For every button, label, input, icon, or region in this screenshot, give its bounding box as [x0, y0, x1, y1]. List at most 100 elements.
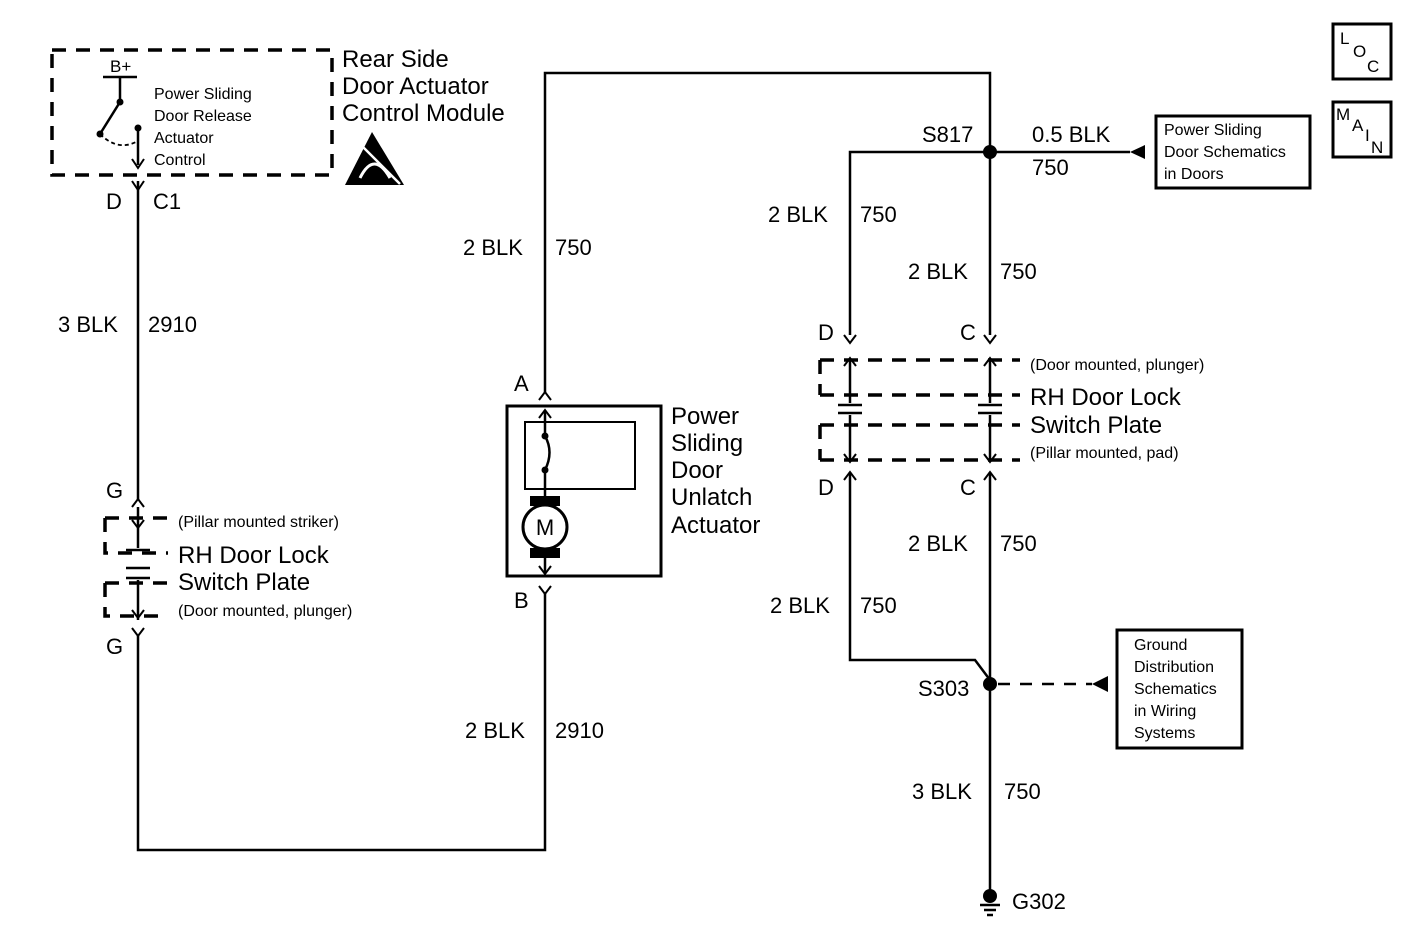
wire-right-c-mid-size: 2 BLK [908, 531, 968, 556]
module-title-line-3: Control Module [342, 100, 505, 127]
s303-label: S303 [918, 676, 969, 701]
actuator-switch-blade [543, 435, 551, 471]
wire-s817-branches [848, 150, 1130, 335]
right-switch-pin-c-bottom: C [960, 475, 976, 500]
ref-box-doors[interactable] [1154, 114, 1312, 190]
left-switch-bottom-chevron [131, 627, 145, 638]
actuator-bottom-chevron [538, 585, 552, 596]
ref-doors-line-3: in Doors [1164, 166, 1224, 183]
wire-right-c-top-size: 2 BLK [908, 259, 968, 284]
ground-point [983, 889, 997, 903]
esd-slash-mark [355, 139, 401, 185]
right-switch-d-top-chevron [843, 334, 857, 345]
s817-label: S817 [922, 122, 973, 147]
s817-out-circuit: 750 [1032, 155, 1069, 180]
ref-doors-line-2: Door Schematics [1164, 144, 1286, 161]
switch-label-line-3: Actuator [154, 130, 214, 147]
wire-top-circuit: 750 [555, 235, 592, 260]
wire-ground-size: 3 BLK [912, 779, 972, 804]
ref-doors-line-1: Power Sliding [1164, 122, 1262, 139]
loc-letter-1: L [1340, 29, 1349, 48]
wire-right-d-bottom-size: 2 BLK [770, 593, 830, 618]
module-pin-arrow [131, 158, 145, 170]
actuator-pin-top: A [514, 371, 529, 396]
switch-blade [98, 101, 122, 135]
wire-left-main-circuit: 2910 [148, 312, 197, 337]
main-letter-2: A [1352, 116, 1364, 135]
loc-button[interactable]: L O C [1331, 22, 1393, 81]
ref-box-ground-distribution[interactable] [1115, 628, 1244, 750]
left-switch-upper-box [103, 518, 168, 555]
actuator-title-line-2: Sliding [671, 430, 743, 457]
s817-out-size: 0.5 BLK [1032, 122, 1111, 147]
right-switch-pin-d-bottom: D [818, 475, 834, 500]
left-switch-top-chevron [131, 497, 145, 508]
right-switch-c-inner-chevron-2 [983, 453, 997, 464]
motor-brush-top [530, 496, 560, 506]
wire-ground-circuit: 750 [1004, 779, 1041, 804]
loc-letter-2: O [1353, 42, 1366, 61]
left-switch-pin-top: G [106, 478, 123, 503]
left-switch-inner-chevron-1 [131, 519, 145, 530]
main-letter-4: N [1371, 138, 1383, 157]
main-letter-1: M [1336, 105, 1350, 124]
actuator-housing [505, 404, 663, 578]
right-switch-note-bottom: (Pillar mounted, pad) [1030, 445, 1179, 462]
ref-ground-line-2: Distribution [1134, 659, 1214, 676]
motor-label: M [536, 515, 554, 540]
switch-label-line-4: Control [154, 152, 206, 169]
right-switch-title-line-1: RH Door Lock [1030, 384, 1182, 411]
ref-ground-line-4: in Wiring [1134, 703, 1196, 720]
right-switch-pin-d-top: D [818, 320, 834, 345]
left-switch-note-bottom: (Door mounted, plunger) [178, 603, 352, 620]
esd-hand-mark [358, 162, 392, 179]
switch-label-line-1: Power Sliding [154, 86, 252, 103]
left-switch-lower-box [103, 583, 168, 618]
main-button[interactable]: M A I N [1331, 100, 1393, 159]
main-letter-3: I [1365, 126, 1370, 145]
wire-top-size: 2 BLK [463, 235, 523, 260]
module-connector-label: C1 [153, 189, 181, 214]
supply-label: B+ [110, 57, 131, 76]
wire-bottom-size: 2 BLK [465, 718, 525, 743]
module-title-line-2: Door Actuator [342, 73, 489, 100]
switch-travel-arc [99, 133, 139, 147]
loc-button-frame [1331, 22, 1393, 81]
actuator-title-line-5: Actuator [671, 512, 760, 539]
actuator-top-chevron [538, 390, 552, 401]
left-switch-title-line-2: Switch Plate [178, 569, 310, 596]
switch-label-line-2: Door Release [154, 108, 252, 125]
wire-bottom-circuit: 2910 [555, 718, 604, 743]
actuator-pin-bottom: B [514, 588, 529, 613]
wire-right-c-mid-circuit: 750 [1000, 531, 1037, 556]
main-button-frame [1331, 100, 1393, 159]
actuator-title-line-4: Unlatch [671, 484, 752, 511]
module-pin-label: D [106, 189, 122, 214]
left-switch-note-top: (Pillar mounted striker) [178, 514, 339, 531]
wire-right-d-bottom-circuit: 750 [860, 593, 897, 618]
wire-right-d-top-circuit: 750 [860, 202, 897, 227]
splice-s303 [983, 677, 997, 691]
right-switch-pin-c-top: C [960, 320, 976, 345]
actuator-title-line-1: Power [671, 403, 739, 430]
wire-right-c-top-circuit: 750 [1000, 259, 1037, 284]
right-switch-c-top-chevron [983, 334, 997, 345]
module-title-line-1: Rear Side [342, 46, 449, 73]
right-switch-d-inner-chevron-2 [843, 453, 857, 464]
actuator-inner-chevron-bottom [538, 565, 552, 576]
ref-ground-line-5: Systems [1134, 725, 1195, 742]
loc-letter-3: C [1367, 57, 1379, 76]
left-switch-title-line-1: RH Door Lock [178, 542, 330, 569]
left-switch-pin-bottom: G [106, 634, 123, 659]
ground-label: G302 [1012, 889, 1066, 914]
right-switch-note-top: (Door mounted, plunger) [1030, 357, 1204, 374]
ref-ground-line-3: Schematics [1134, 681, 1217, 698]
motor-brush-bottom [530, 548, 560, 558]
wire-bottom-loop [136, 592, 547, 852]
s303-ref-arrow [1092, 676, 1108, 692]
left-switch-inner-chevron-2 [131, 609, 145, 620]
wire-left-main-size: 3 BLK [58, 312, 118, 337]
actuator-title-line-3: Door [671, 457, 723, 484]
wire-right-d-top-size: 2 BLK [768, 202, 828, 227]
